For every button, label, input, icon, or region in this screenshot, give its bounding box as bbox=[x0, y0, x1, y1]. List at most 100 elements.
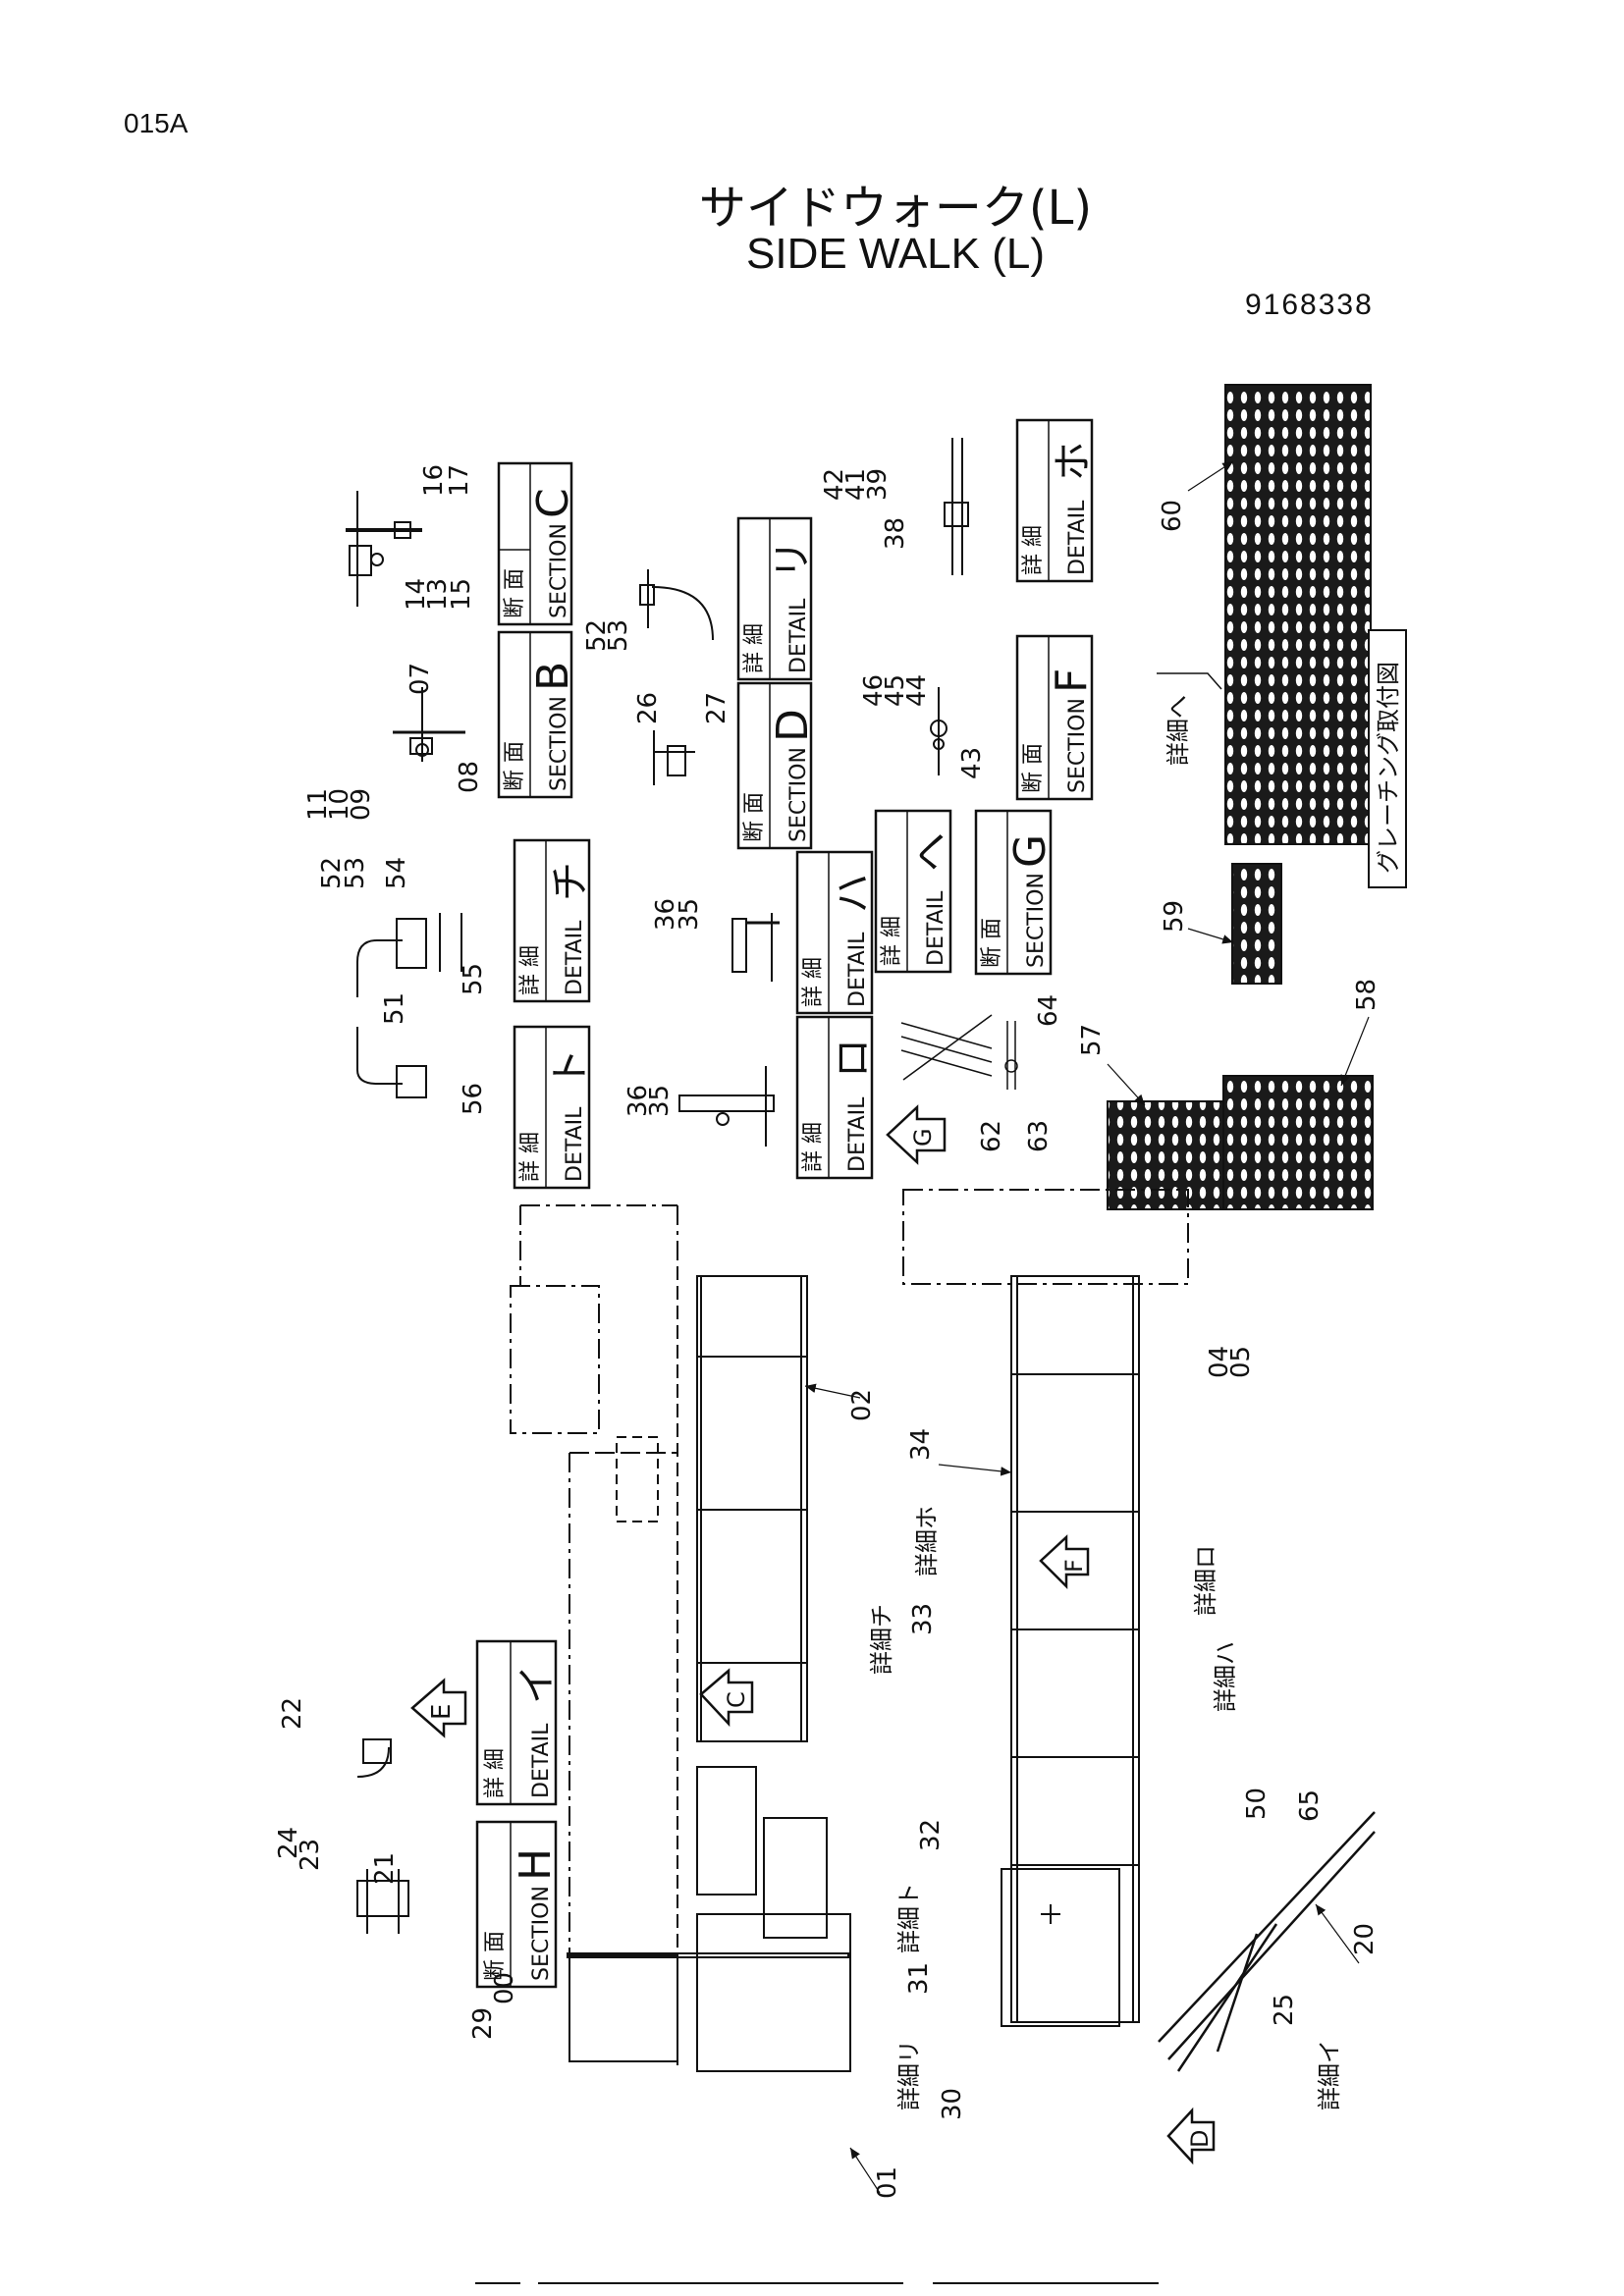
callout-53-top: 53 bbox=[604, 619, 633, 652]
label-box-detail-ha: 詳 細 DETAIL ハ bbox=[795, 850, 876, 1015]
callout-02: 02 bbox=[847, 1389, 877, 1421]
label-box-section-b: 断 面 SECTION B bbox=[497, 630, 578, 799]
label-kind: 断 面 bbox=[980, 918, 1004, 968]
label-kind: 詳 細 bbox=[518, 1132, 543, 1182]
label-box-section-g: 断 面 SECTION G bbox=[974, 809, 1056, 976]
view-arrow-f: F bbox=[1039, 1534, 1090, 1590]
callout-62: 62 bbox=[977, 1120, 1006, 1152]
callout-52-mid: 52 bbox=[317, 857, 347, 889]
callout-36-mid: 36 bbox=[623, 1085, 653, 1117]
label-word: SECTION bbox=[529, 1886, 554, 1981]
callout-64: 64 bbox=[1034, 994, 1063, 1027]
svg-text:E: E bbox=[427, 1704, 457, 1720]
detail-ref-ha: 詳細ハ bbox=[1212, 1641, 1239, 1712]
label-letter: G bbox=[1005, 834, 1056, 868]
callout-23: 23 bbox=[296, 1839, 325, 1871]
label-letter: ハ bbox=[831, 874, 876, 913]
label-box-section-f: 断 面 SECTION F bbox=[1015, 634, 1097, 801]
callout-53-mid: 53 bbox=[341, 857, 370, 889]
stair-structure bbox=[1158, 1811, 1376, 2072]
label-word: DETAIL bbox=[563, 1106, 587, 1182]
sketch-detail-chi bbox=[356, 913, 462, 997]
label-word: DETAIL bbox=[845, 1096, 870, 1172]
sketch-detail-ri bbox=[944, 438, 969, 575]
label-word: SECTION bbox=[1065, 698, 1090, 793]
label-letter: F bbox=[1047, 668, 1097, 693]
callout-36-top: 36 bbox=[651, 898, 680, 931]
callout-43: 43 bbox=[957, 747, 987, 779]
label-word: SECTION bbox=[547, 696, 571, 791]
callout-57: 57 bbox=[1077, 1024, 1107, 1056]
callout-27: 27 bbox=[702, 692, 731, 724]
view-arrow-d: D bbox=[1166, 2107, 1216, 2165]
label-letter: リ bbox=[770, 540, 815, 579]
label-word: SECTION bbox=[1024, 873, 1049, 968]
label-box-detail-ho: 詳 細 DETAIL ホ bbox=[1015, 418, 1096, 583]
callout-44: 44 bbox=[902, 674, 932, 707]
label-box-section-c: 断 面 SECTION C bbox=[497, 461, 578, 626]
sketch-section-c bbox=[346, 491, 422, 607]
callout-34: 34 bbox=[906, 1428, 936, 1461]
callout-00: 00 bbox=[490, 1972, 519, 2004]
sketch-detail-ha bbox=[731, 913, 780, 982]
label-letter: チ bbox=[548, 862, 593, 901]
callout-41: 41 bbox=[841, 468, 871, 501]
label-box-section-h: 断 面 SECTION H bbox=[475, 1820, 561, 1989]
callout-46: 46 bbox=[859, 674, 889, 707]
callout-01: 01 bbox=[873, 2166, 902, 2199]
label-kind: 断 面 bbox=[1021, 743, 1046, 793]
callout-32: 32 bbox=[916, 1819, 946, 1851]
sketch-section-d-pipe bbox=[639, 569, 714, 641]
sketch-section-d-pin bbox=[930, 687, 947, 775]
callout-56: 56 bbox=[459, 1083, 488, 1115]
label-letter: イ bbox=[514, 1665, 560, 1704]
detail-ref-ri: 詳細リ bbox=[895, 2040, 923, 2110]
grating-note-box: グレーチング取付図 bbox=[1368, 629, 1407, 888]
callout-63: 63 bbox=[1024, 1120, 1054, 1152]
detail-ref-ro: 詳細ロ bbox=[1192, 1545, 1219, 1616]
grating-panel-57 bbox=[1107, 1100, 1224, 1210]
label-word: DETAIL bbox=[924, 890, 948, 966]
label-kind: 詳 細 bbox=[742, 623, 767, 673]
detail-ref-ho: 詳細ホ bbox=[913, 1506, 941, 1576]
callout-50: 50 bbox=[1242, 1788, 1272, 1820]
callout-16: 16 bbox=[419, 464, 449, 497]
callout-22: 22 bbox=[278, 1697, 307, 1730]
sketch-section-h bbox=[356, 1869, 409, 1934]
callout-31: 31 bbox=[904, 1962, 934, 1995]
callout-45: 45 bbox=[881, 674, 910, 707]
label-kind: 詳 細 bbox=[801, 1122, 826, 1172]
callout-26: 26 bbox=[633, 692, 663, 724]
callout-05: 05 bbox=[1226, 1346, 1256, 1378]
label-letter: ロ bbox=[831, 1039, 876, 1078]
grating-panel-58 bbox=[1222, 1075, 1374, 1210]
view-arrow-g: G bbox=[886, 1104, 947, 1165]
leader-line bbox=[1157, 672, 1222, 690]
view-arrow-c: C bbox=[699, 1668, 754, 1728]
label-word: DETAIL bbox=[563, 920, 587, 995]
callout-20: 20 bbox=[1350, 1923, 1380, 1955]
label-kind: 詳 細 bbox=[1021, 525, 1046, 575]
title-english: SIDE WALK (L) bbox=[746, 230, 1045, 278]
callout-group: 16 17 14 13 15 07 11 10 09 08 52 53 26 2… bbox=[274, 464, 1381, 2199]
callout-13: 13 bbox=[423, 578, 453, 611]
title-japanese: サイドウォーク(L) bbox=[698, 181, 1093, 236]
label-kind: 断 面 bbox=[483, 1931, 508, 1981]
label-kind: 詳 細 bbox=[880, 916, 904, 966]
svg-text:F: F bbox=[1060, 1559, 1088, 1573]
label-box-detail-ri: 詳 細 DETAIL リ bbox=[736, 516, 815, 681]
label-letter: ヘ bbox=[909, 832, 954, 872]
label-word: DETAIL bbox=[529, 1723, 554, 1798]
walkway-right-plan bbox=[902, 1189, 1189, 2027]
label-letter: ホ bbox=[1051, 442, 1096, 481]
callout-21: 21 bbox=[370, 1852, 400, 1885]
callout-17: 17 bbox=[445, 464, 474, 497]
label-word: SECTION bbox=[547, 523, 571, 618]
callout-08: 08 bbox=[455, 761, 484, 793]
detail-ref-i: 詳細イ bbox=[1316, 2040, 1343, 2110]
detail-ref-to: 詳細ト bbox=[895, 1883, 923, 1953]
callout-04: 04 bbox=[1205, 1346, 1234, 1378]
callout-58: 58 bbox=[1352, 979, 1381, 1011]
svg-text:G: G bbox=[909, 1128, 937, 1147]
